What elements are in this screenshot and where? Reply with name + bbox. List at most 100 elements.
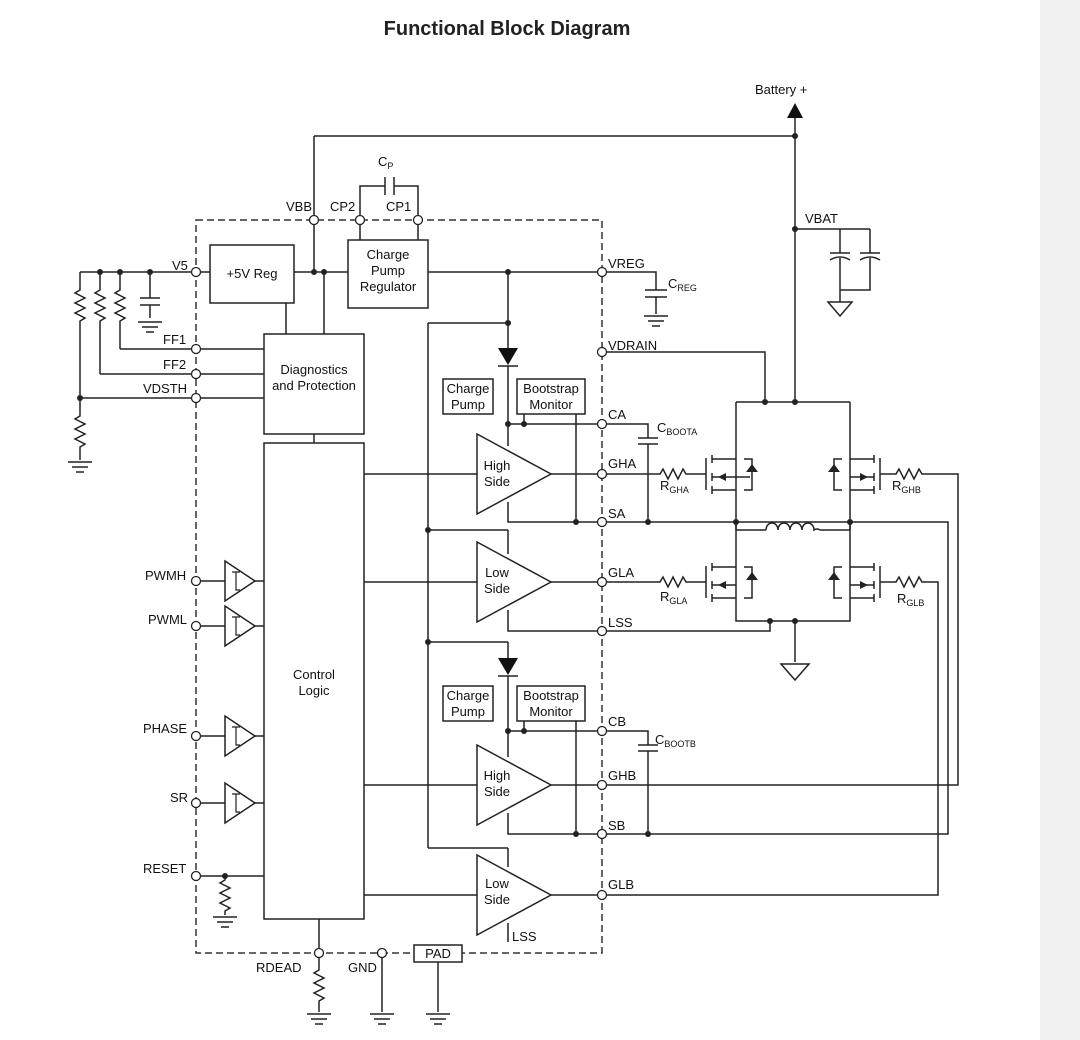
charge-pump-regulator-block [347,239,429,309]
lsa-line2: Side [484,581,510,596]
battery-arrow-icon [787,103,803,118]
schmitt-buffer-sr-icon [224,782,256,824]
pin-phase-label: PHASE [143,721,187,736]
pin-gla-label: GLA [608,565,634,580]
pin-gnd-label: GND [348,960,377,975]
page-title: Functional Block Diagram [383,18,631,40]
charge-pump-b-block [442,685,494,722]
rgha-label: RGHA [660,478,689,495]
pin-gha [596,468,608,480]
cpr-line1: Charge [367,247,410,262]
bootstrap-diode-a-icon [498,348,518,365]
pin-lss-label: LSS [608,615,633,630]
battery-label: Battery + [755,82,807,97]
mosfet-low-a-icon [705,563,758,606]
pin-vbb [308,214,320,226]
pin-reset-label: RESET [143,861,186,876]
lsb-line2: Side [484,892,510,907]
lss-b-label: LSS [512,929,537,944]
pin-vdsth-label: VDSTH [143,381,187,396]
pin-rdead [313,947,325,959]
cpr-line3: Regulator [360,279,417,294]
cp-label: CP [378,154,393,171]
pin-vreg [596,266,608,278]
gate-resistor-glb [607,575,939,896]
gate-resistor-ghb [607,467,959,786]
schmitt-buffer-pwmh-icon [224,560,256,602]
pin-ff2-label: FF2 [163,357,186,372]
cpa-line2: Pump [451,397,485,412]
pin-lss [596,625,608,637]
pin-ghb [596,779,608,791]
bma-line2: Monitor [529,397,573,412]
bmb-line1: Bootstrap [523,688,579,703]
pin-sa [596,516,608,528]
control-logic-block [263,442,365,920]
cpa-line1: Charge [447,381,490,396]
pin-sr [190,797,202,809]
lsa-line1: Low [485,565,509,580]
vbat-label: VBAT [805,211,838,226]
hsb-line2: Side [484,784,510,799]
pad-label: PAD [425,946,451,961]
pin-sb-label: SB [608,818,625,833]
cboota-label: CBOOTA [657,420,697,437]
hsa-line1: High [484,458,511,473]
diag-line2: and Protection [272,378,356,393]
pin-vdrain-label: VDRAIN [608,338,657,353]
schmitt-buffer-phase-icon [224,715,256,757]
pin-ghb-label: GHB [608,768,636,783]
motor-inductor-icon [735,522,851,532]
pin-glb-label: GLB [608,877,634,892]
pin-pwmh-label: PWMH [145,568,186,583]
lsb-line1: Low [485,876,509,891]
control-line1: Control [293,667,335,682]
cpb-line1: Charge [447,688,490,703]
block-diagram: Battery + VBAT VBB CP2 CP1 CP +5V Reg Ch… [67,82,959,1025]
mosfet-high-b-icon [828,455,881,498]
cpr-line2: Pump [371,263,405,278]
diag-line1: Diagnostics [280,362,348,377]
schmitt-buffer-pwml-icon [224,605,256,647]
pin-rdead-label: RDEAD [256,960,302,975]
bma-line1: Bootstrap [523,381,579,396]
pin-v5 [190,266,202,278]
pin-cb [596,725,608,737]
rghb-label: RGHB [892,478,921,495]
gate-resistor-gla [607,575,706,589]
pin-ca [596,418,608,430]
pin-ff1 [190,343,202,355]
bmb-line2: Monitor [529,704,573,719]
pin-ff1-label: FF1 [163,332,186,347]
gate-resistor-gha [607,467,706,481]
charge-pump-a-block [442,378,494,415]
control-line2: Logic [298,683,330,698]
pin-reset [190,870,202,882]
pullup-resistors [73,272,127,398]
rgla-label: RGLA [660,589,687,606]
reg5v-label: +5V Reg [227,266,278,281]
bootstrap-monitor-a-block [516,378,586,415]
pin-ff2 [190,368,202,380]
pin-sa-label: SA [608,506,626,521]
pin-pwml-label: PWML [148,612,187,627]
bootstrap-diode-b-icon [498,658,518,675]
pin-gnd [376,947,388,959]
pin-cp2-label: CP2 [330,199,355,214]
rglb-label: RGLB [897,591,924,608]
pin-cb-label: CB [608,714,626,729]
pin-vdsth [190,392,202,404]
cpb-line2: Pump [451,704,485,719]
pin-sr-label: SR [170,790,188,805]
pin-phase [190,730,202,742]
datasheet-page: Functional Block Diagram Battery + VBAT [67,18,959,1025]
pin-pwmh [190,575,202,587]
hsa-line2: Side [484,474,510,489]
pin-ca-label: CA [608,407,626,422]
pin-cp2 [354,214,366,226]
mosfet-high-a-icon [705,455,758,498]
pin-glb [596,889,608,901]
cbootb-label: CBOOTB [655,732,696,749]
pin-vreg-label: VREG [608,256,645,271]
mosfet-low-b-icon [828,563,881,606]
